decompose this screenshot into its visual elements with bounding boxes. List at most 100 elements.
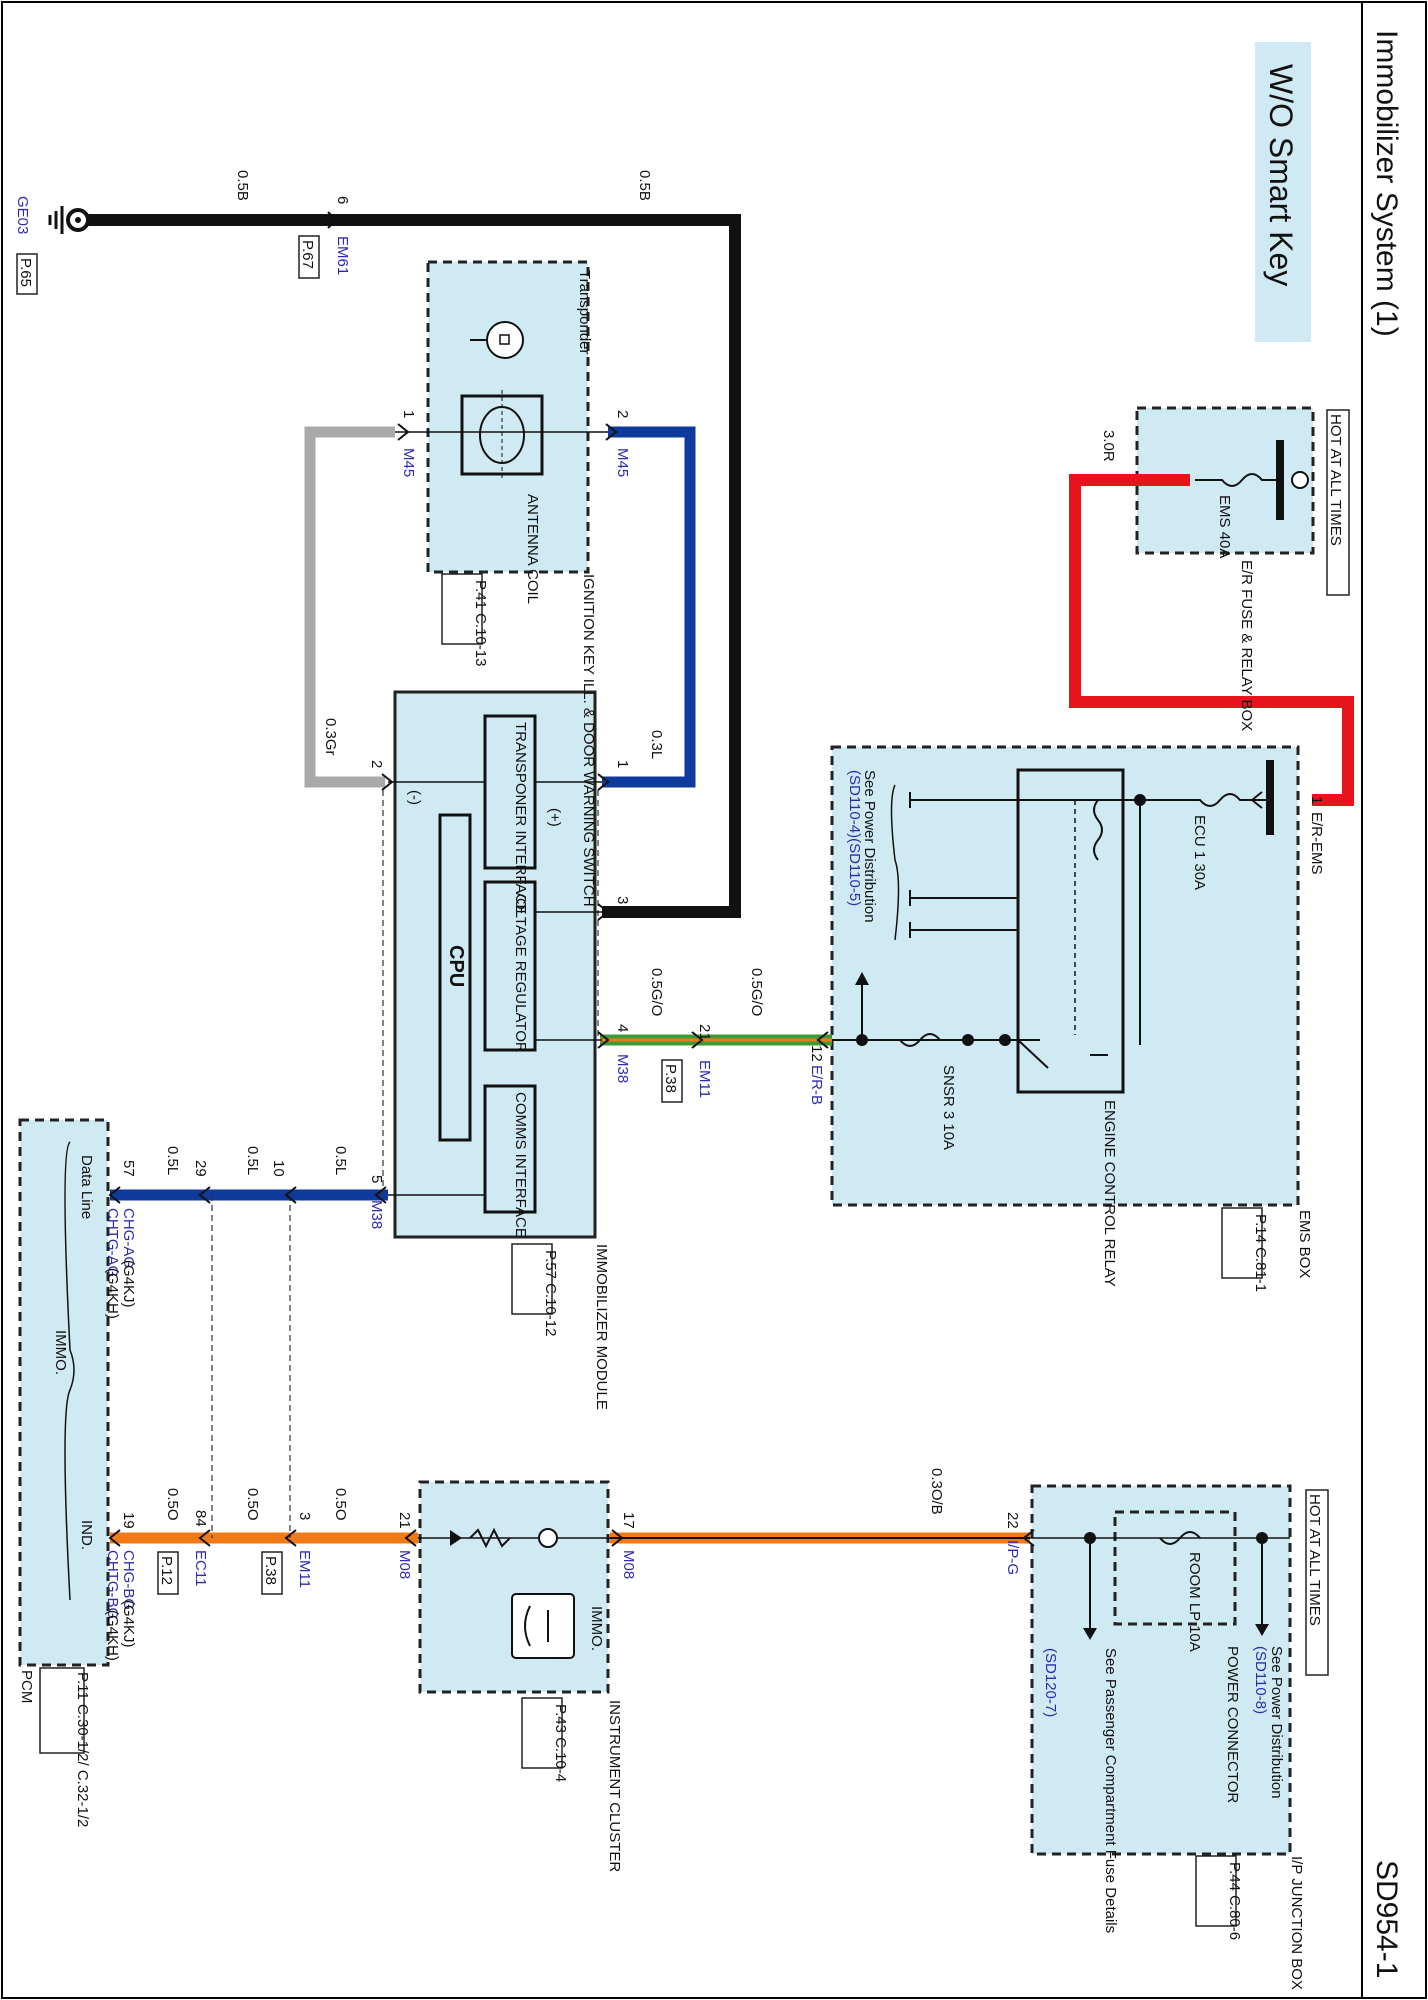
ems-box-name: EMS BOX [1296, 1210, 1313, 1278]
wire-label-0-3gr: 0.3Gr [322, 718, 339, 756]
ground-ref-box [16, 253, 38, 295]
cpu-block [438, 813, 472, 1142]
ign-conn-a: M45 [400, 448, 417, 477]
ip-passenger-link[interactable]: (SD120-7) [1042, 1648, 1059, 1717]
ems-power-link[interactable]: (SD110-4)(SD110-5) [846, 770, 863, 906]
plus-label: (+) [546, 808, 563, 827]
ems-connector-bottom: E/R-B [808, 1065, 825, 1105]
page-code: SD954-1 [1370, 1860, 1403, 1978]
ip-refs: P.44 C.80-6 [1226, 1862, 1243, 1940]
wire-label-0-3ob: 0.3O/B [928, 1468, 945, 1515]
cluster-pin-a: 17 [620, 1512, 637, 1529]
ems-junction-dot-2 [856, 1034, 868, 1046]
immo-car-icon [524, 1605, 549, 1647]
voltage-regulator-label: VOLTAGE REGULATOR [512, 888, 529, 1053]
wire-label-0-5go-a: 0.5G/O [648, 968, 665, 1016]
pcm-pin-57: 57 [120, 1160, 137, 1177]
ip-passenger-note: See Passenger Compartment Fuse Details [1102, 1648, 1119, 1933]
em11-conn-b: EM11 [296, 1550, 313, 1588]
minus-label: (-) [406, 790, 423, 805]
em11-ref-b: P.38 [262, 1556, 279, 1585]
ip-hot-label: HOT AT ALL TIMES [1306, 1494, 1323, 1626]
wire-black-0-5b [80, 214, 741, 918]
ground-symbol-icon [48, 206, 90, 234]
pcm-conn-chtg-ag-var: (G4KH) [104, 1268, 121, 1319]
ecu1-fuse-label: ECU 1 30A [1191, 815, 1208, 890]
ems-box [830, 745, 1300, 1207]
immo-conn-a: M38 [614, 1054, 631, 1083]
ems-ref-box [1221, 1207, 1263, 1279]
em11-conn-a: EM11 [696, 1060, 713, 1098]
wire-label-0-5l-c: 0.5L [332, 1146, 349, 1175]
em61-ref: P.67 [299, 240, 316, 269]
er-hot-label-box [1326, 409, 1350, 596]
cluster-conn-a: M08 [620, 1550, 637, 1579]
ec11-conn: EC11 [192, 1550, 209, 1586]
pcm-ref-box [39, 1667, 85, 1754]
relay-coil-icon [1093, 799, 1103, 861]
er-hot-label: HOT AT ALL TIMES [1327, 414, 1344, 546]
cluster-name: INSTRUMENT CLUSTER [606, 1700, 623, 1872]
ground-id: GE03 [14, 196, 31, 234]
pcm-conn-chg-ag-var: (G4KJ) [120, 1260, 137, 1308]
em11-ref-box-a [661, 1059, 683, 1103]
ec11-ref-box [157, 1551, 179, 1595]
ems-power-note: See Power Distribution [861, 770, 878, 923]
variant-label: W/O Smart Key [1263, 64, 1299, 286]
cluster-ref-box [521, 1697, 563, 1769]
ignition-switch-box [426, 260, 590, 574]
wire-label-0-5l-b: 0.5L [244, 1146, 261, 1175]
pcm-immo: IMMO. [52, 1330, 69, 1375]
er-fuse-box-name: E/R FUSE & RELAY BOX [1238, 560, 1255, 731]
pcm-refs: P.11 C.30-1/2/ C.32-1/2 [74, 1672, 91, 1827]
immo-lamp-icon [511, 1593, 575, 1659]
relay-name: ENGINE CONTROL RELAY [1101, 1100, 1118, 1287]
ip-power-arrow-icon [1255, 1624, 1269, 1636]
snsr3-fuse-label: SNSR 3 10A [940, 1065, 957, 1150]
immobilizer-name: IMMOBILIZER MODULE [593, 1244, 610, 1410]
room-lp-fuse-label: ROOM LP 10A [1186, 1552, 1203, 1652]
ip-hot-label-box [1305, 1489, 1329, 1676]
pcm-data-line: Data Line [78, 1155, 95, 1219]
ign-pin-a: 1 [400, 410, 417, 418]
transponder-interface-block [483, 714, 537, 870]
ign-conn-b: M45 [614, 448, 631, 477]
wire-label-0-5o-c: 0.5O [332, 1488, 349, 1521]
immobilizer-ref-box [511, 1243, 553, 1315]
ip-power-note: See Power Distribution [1268, 1646, 1285, 1799]
transponder-label: Transponder [576, 270, 593, 355]
pcm-pin-19: 19 [120, 1512, 137, 1529]
pcm-conn-chg-bg-var: (G4KJ) [120, 1600, 137, 1648]
pcm-conn-chtg-bg: CHTG-BG [104, 1550, 121, 1619]
ec11-ref: P.12 [158, 1556, 175, 1585]
ecu1-fuse-icon [1140, 793, 1266, 807]
ip-power-link[interactable]: (SD110-8) [1252, 1646, 1269, 1714]
ems-pin-top: 1 [1308, 796, 1325, 804]
wire-label-3-0r: 3.0R [1100, 430, 1117, 462]
wire-label-0-5l-a: 0.5L [164, 1146, 181, 1175]
immo-pin-1: 1 [614, 760, 631, 768]
ground-ref: P.65 [17, 258, 34, 287]
ems-junction-dot-4 [999, 1034, 1011, 1046]
ip-power-connector: POWER CONNECTOR [1224, 1646, 1241, 1803]
wire-label-0-5o-a: 0.5O [164, 1488, 181, 1521]
pcm-ind: IND. [78, 1520, 95, 1550]
em61-connector: EM61 [334, 236, 351, 275]
ignition-switch-name: IGNITION KEY ILL. & DOOR WARNING SWITCH [580, 574, 597, 907]
wire-label-0-3l: 0.3L [648, 730, 665, 759]
em61-ref-box [298, 235, 320, 279]
wire-gray-0-3gr [304, 426, 395, 788]
wire-label-0-5o-b: 0.5O [244, 1488, 261, 1521]
er-battery-terminal-icon [1291, 471, 1309, 489]
ems-busbar [1266, 760, 1274, 835]
variant-banner [1255, 42, 1311, 342]
immo-pin-2: 2 [368, 760, 385, 768]
cluster-refs: P.43 C.10-4 [552, 1704, 569, 1782]
instrument-cluster-box [418, 1480, 610, 1694]
room-lp-fuse-icon [1159, 1531, 1201, 1545]
pcm-conn-chtg-bg-var: (G4KH) [104, 1610, 121, 1661]
em11-ref-a: P.38 [662, 1064, 679, 1093]
immo-pin-5: 5 [368, 1175, 385, 1183]
